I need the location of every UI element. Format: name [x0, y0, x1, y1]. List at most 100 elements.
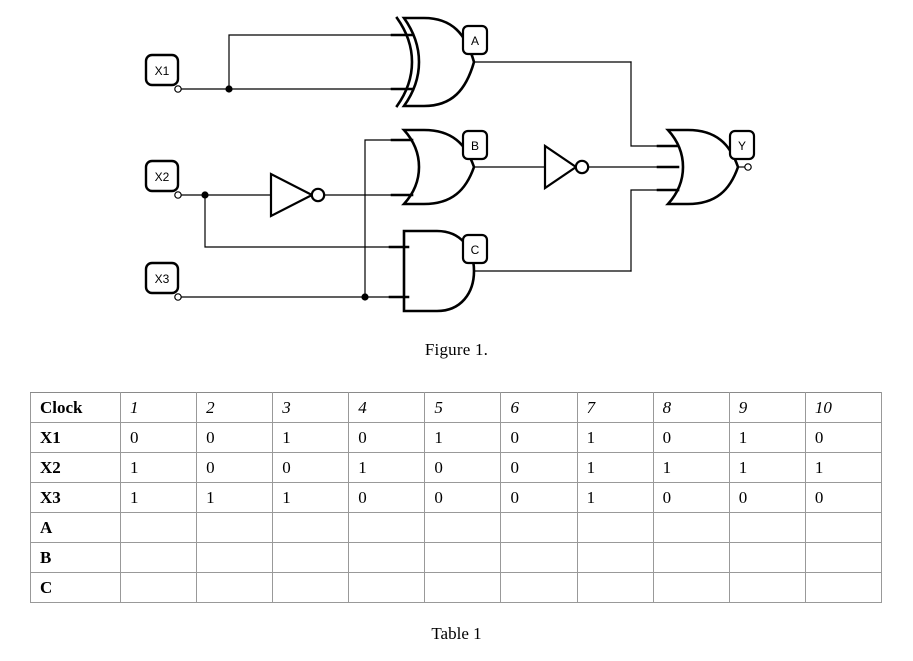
cell-x1-1[interactable]: 0: [119, 422, 198, 453]
cell-a-4[interactable]: [348, 512, 426, 543]
cell-x2-8[interactable]: 1: [652, 452, 730, 483]
cell-x2-1[interactable]: 1: [119, 452, 198, 483]
signal-label-y: [728, 129, 756, 161]
junction-dot-x3: [361, 293, 369, 301]
cell-x3-9[interactable]: 0: [728, 482, 806, 513]
timing-table: Clock 1 2 3 4 5 6 7 8 9 10 X1 0 0 1: [30, 392, 883, 603]
or-gate-y-body: [665, 128, 740, 206]
input-pin-x3-label: X3: [155, 272, 170, 286]
cell-a-7[interactable]: [576, 512, 654, 543]
cell-c-5[interactable]: [424, 572, 502, 603]
row-label-a: A: [30, 512, 121, 543]
cell-a-9[interactable]: [728, 512, 806, 543]
cell-b-1[interactable]: [119, 542, 198, 573]
xor-gate-a[interactable]: [390, 16, 476, 108]
inverter-gate-x2[interactable]: [269, 172, 326, 218]
cell-a-10[interactable]: [804, 512, 883, 543]
cell-a-5[interactable]: [424, 512, 502, 543]
cell-c-7[interactable]: [576, 572, 654, 603]
table-row: A: [30, 512, 883, 543]
cell-b-7[interactable]: [576, 542, 654, 573]
cell-x1-6[interactable]: 0: [500, 422, 578, 453]
cell-a-6[interactable]: [500, 512, 578, 543]
cell-a-8[interactable]: [652, 512, 730, 543]
table-header-clock-5: 5: [424, 392, 502, 423]
or-gate-b-body: [401, 128, 476, 206]
cell-x2-2[interactable]: 0: [196, 452, 274, 483]
input-pin-x2-box: [144, 159, 180, 193]
wire-x3-to-or-upper: [364, 139, 400, 298]
cell-x2-5[interactable]: 0: [424, 452, 502, 483]
inverter-gate-b-triangle: [543, 143, 578, 191]
cell-c-3[interactable]: [272, 572, 350, 603]
cell-b-8[interactable]: [652, 542, 730, 573]
inverter-gate-b[interactable]: [543, 143, 590, 191]
cell-c-6[interactable]: [500, 572, 578, 603]
and-gate-c[interactable]: [388, 229, 476, 313]
cell-x2-4[interactable]: 1: [348, 452, 426, 483]
input-pin-x1-box: [144, 53, 180, 87]
cell-x2-6[interactable]: 0: [500, 452, 578, 483]
cell-c-10[interactable]: [804, 572, 883, 603]
cell-x1-3[interactable]: 1: [272, 422, 350, 453]
cell-c-8[interactable]: [652, 572, 730, 603]
cell-x2-9[interactable]: 1: [728, 452, 806, 483]
cell-b-10[interactable]: [804, 542, 883, 573]
cell-x3-8[interactable]: 0: [652, 482, 730, 513]
table-row: B: [30, 542, 883, 573]
cell-x1-4[interactable]: 0: [348, 422, 426, 453]
cell-x1-5[interactable]: 1: [424, 422, 502, 453]
cell-x3-6[interactable]: 0: [500, 482, 578, 513]
input-pin-x1[interactable]: [144, 53, 182, 93]
cell-c-2[interactable]: [196, 572, 274, 603]
cell-c-1[interactable]: [119, 572, 198, 603]
table-header-clock-10: 10: [804, 392, 883, 423]
input-pin-x3[interactable]: [144, 261, 182, 301]
cell-x3-5[interactable]: 0: [424, 482, 502, 513]
cell-b-9[interactable]: [728, 542, 806, 573]
signal-label-c: [461, 233, 489, 265]
cell-x1-7[interactable]: 1: [576, 422, 654, 453]
cell-x3-7[interactable]: 1: [576, 482, 654, 513]
or-gate-b[interactable]: [390, 128, 476, 206]
inverter-gate-x2-bubble: [310, 187, 326, 203]
row-label-x1: X1: [30, 422, 121, 453]
table-header-clock-2: 2: [196, 392, 274, 423]
table-header-clock-6: 6: [500, 392, 578, 423]
junction-dot-x1: [225, 85, 233, 93]
input-pin-x2-terminal: [174, 191, 182, 199]
wire-c-to-or-y-bottom: [630, 189, 673, 272]
cell-x2-3[interactable]: 0: [272, 452, 350, 483]
cell-x3-4[interactable]: 0: [348, 482, 426, 513]
table-header-row: Clock 1 2 3 4 5 6 7 8 9 10: [30, 392, 883, 423]
cell-b-4[interactable]: [348, 542, 426, 573]
cell-x3-1[interactable]: 1: [119, 482, 198, 513]
table-caption: Table 1: [431, 624, 482, 643]
cell-b-2[interactable]: [196, 542, 274, 573]
cell-a-1[interactable]: [119, 512, 198, 543]
cell-b-6[interactable]: [500, 542, 578, 573]
cell-x1-2[interactable]: 0: [196, 422, 274, 453]
cell-x3-3[interactable]: 1: [272, 482, 350, 513]
cell-x1-9[interactable]: 1: [728, 422, 806, 453]
cell-c-4[interactable]: [348, 572, 426, 603]
cell-b-5[interactable]: [424, 542, 502, 573]
cell-b-3[interactable]: [272, 542, 350, 573]
cell-x1-8[interactable]: 0: [652, 422, 730, 453]
cell-a-3[interactable]: [272, 512, 350, 543]
cell-a-2[interactable]: [196, 512, 274, 543]
signal-label-a-text: A: [471, 34, 479, 48]
input-pin-x2[interactable]: [144, 159, 182, 199]
cell-c-9[interactable]: [728, 572, 806, 603]
cell-x2-10[interactable]: 1: [804, 452, 883, 483]
cell-x1-10[interactable]: 0: [804, 422, 883, 453]
cell-x2-7[interactable]: 1: [576, 452, 654, 483]
cell-x3-2[interactable]: 1: [196, 482, 274, 513]
cell-x3-10[interactable]: 0: [804, 482, 883, 513]
table-header-clock-4: 4: [348, 392, 426, 423]
table-row: C: [30, 572, 883, 603]
row-label-b: B: [30, 542, 121, 573]
or-gate-y[interactable]: [656, 128, 740, 206]
circuit-diagram-svg: X1 X2 X3 A B C Y: [144, 16, 756, 313]
